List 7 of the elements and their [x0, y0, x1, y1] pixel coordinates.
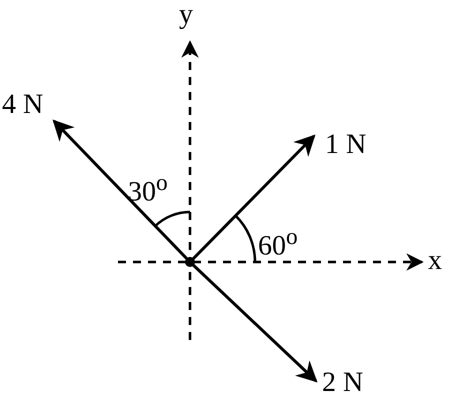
force-label: 4 N — [2, 90, 44, 120]
angle-label: 30$^{o}$ — [128, 169, 168, 208]
angle-label: 60$^{o}$ — [258, 223, 298, 262]
axis-label: x — [428, 246, 442, 276]
force-label: 1 N — [325, 130, 366, 160]
force-label: 2 N — [322, 368, 364, 398]
axis-label: y — [179, 0, 193, 30]
